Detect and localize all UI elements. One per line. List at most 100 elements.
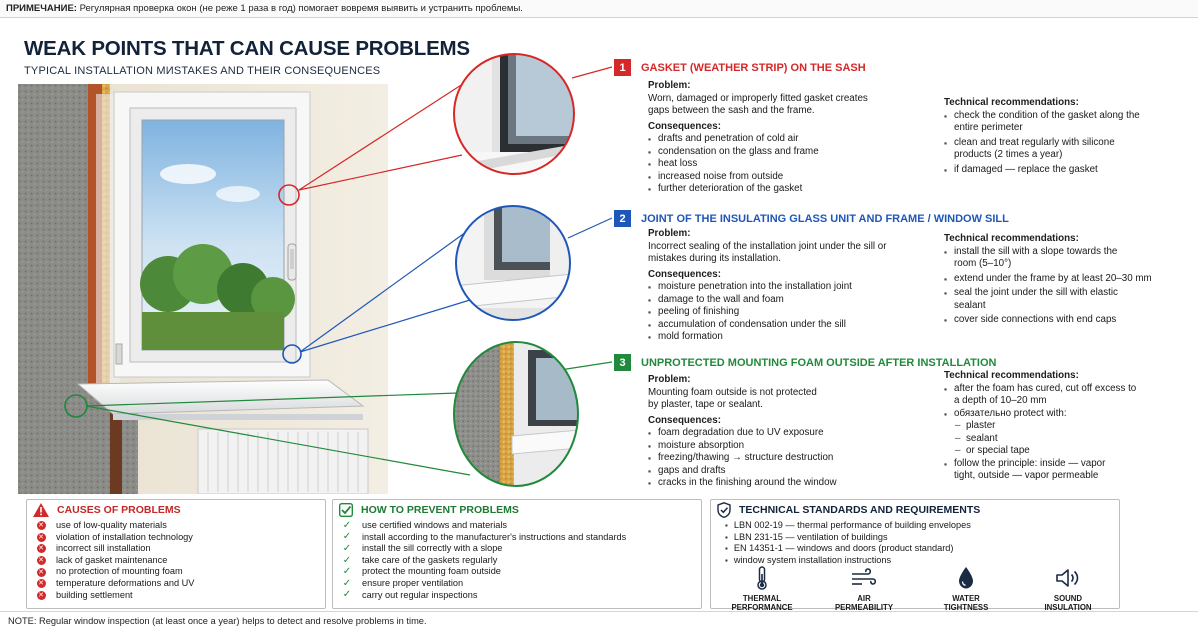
standards-header: TECHNICAL STANDARDS AND REQUIREMENTS <box>711 500 1119 520</box>
list-item: ✓ensure proper ventilation <box>342 577 464 589</box>
detail-circle-gasket <box>453 53 575 175</box>
section-2-problem-label: Problem: <box>648 228 691 239</box>
list-item: damage to the wall and foam <box>648 294 888 307</box>
list-subitem: sealant <box>944 433 1154 446</box>
list-item: cracks in the finishing around the windo… <box>648 477 888 490</box>
section-1-tech-list: check the condition of the gasket along … <box>944 110 1144 177</box>
list-item: ✓use certified windows and materials <box>342 519 508 531</box>
section-3-header: 3 UNPROTECTED MOUNTING FOAM OUTSIDE AFTE… <box>614 354 996 371</box>
checkbox-icon <box>339 503 353 517</box>
section-1-problem-label: Problem: <box>648 80 691 91</box>
list-item: extend under the frame by at least 20–30… <box>944 273 1184 286</box>
section-3-consequences-label: Consequences: <box>648 414 721 426</box>
x-icon: ✕ <box>36 556 46 566</box>
list-item: EN 14351-1 — windows and doors (product … <box>725 543 1119 555</box>
section-2-tech-label: Technical recommendations: <box>944 233 1079 244</box>
check-icon: ✓ <box>342 577 352 589</box>
section-3-consequences-list: foam degradation due to UV exposure mois… <box>648 427 888 490</box>
list-item: foam degradation due to UV exposure <box>648 427 888 440</box>
causes-box: CAUSES OF PROBLEMS ✕use of low-quality m… <box>26 499 326 609</box>
list-item: condensation on the glass and frame <box>648 146 888 159</box>
list-subitem: plaster <box>944 420 1154 433</box>
x-icon: ✕ <box>36 532 46 542</box>
list-item: ✓take care of the gaskets regularly <box>342 554 498 566</box>
list-item: ✕temperature deformations and UV <box>36 578 325 590</box>
section-3-tech-label: Technical recommendations: <box>944 370 1079 381</box>
section-1-tech-col: Technical recommendations: check the con… <box>944 97 1144 176</box>
section-2-tech-col: Technical recommendations: install the s… <box>944 233 1184 327</box>
list-item: ✓carry out regular inspections <box>342 589 478 601</box>
list-item: window system installation instructions <box>725 555 1119 567</box>
section-2-problem-col: Problem: Incorrect sealing of the instal… <box>648 228 888 344</box>
check-icon: ✓ <box>342 554 352 566</box>
list-item: ✕no protection of mounting foam <box>36 566 325 578</box>
list-item: seal the joint under the sill with elast… <box>944 287 1119 312</box>
section-1-consequences-list: drafts and penetration of cold air conde… <box>648 133 888 196</box>
section-1-tech-label: Technical recommendations: <box>944 97 1079 108</box>
list-item: clean and treat regularly with silicone … <box>944 137 1144 162</box>
section-1-number: 1 <box>614 59 631 76</box>
water-drop-icon <box>959 567 973 589</box>
list-item: moisture absorption <box>648 440 888 453</box>
list-item: cover side connections with end caps <box>944 314 1184 327</box>
standards-title: TECHNICAL STANDARDS AND REQUIREMENTS <box>739 504 981 516</box>
section-2-title: JOINT OF THE INSULATING GLASS UNIT AND F… <box>641 212 1009 225</box>
x-icon: ✕ <box>36 579 46 589</box>
top-note-label: ПРИМЕЧАНИЕ: <box>6 3 77 14</box>
shield-icon <box>717 502 731 518</box>
page-subtitle: TYPICAL INSTALLATION MИSTAKES AND THEIR … <box>24 65 381 77</box>
list-item: if damaged — replace the gasket <box>944 164 1144 177</box>
list-item: ✕violation of installation technology <box>36 532 325 544</box>
list-item: after the foam has cured, cut off excess… <box>944 383 1144 408</box>
list-item: moisture penetration into the installati… <box>648 281 888 294</box>
section-2-header: 2 JOINT OF THE INSULATING GLASS UNIT AND… <box>614 210 1009 227</box>
list-item: freezing/thawing → structure destruction <box>648 452 888 465</box>
list-item: gaps and drafts <box>648 465 888 478</box>
list-item: accumulation of condensation under the s… <box>648 319 888 332</box>
list-item: ✕lack of gasket maintenance <box>36 555 325 567</box>
list-item: ✕building settlement <box>36 590 325 602</box>
section-1-problem-col: Problem: Worn, damaged or improperly fit… <box>648 80 888 196</box>
list-item: ✓protect the mounting foam outside <box>342 566 501 578</box>
standards-box: TECHNICAL STANDARDS AND REQUIREMENTS LBN… <box>710 499 1120 612</box>
list-item: ✕use of low-quality materials <box>36 520 325 532</box>
list-item: LBN 231-15 — ventilation of buildings <box>725 532 1119 544</box>
check-icon: ✓ <box>342 531 352 543</box>
section-1-consequences-label: Consequences: <box>648 120 721 132</box>
list-item: drafts and penetration of cold air <box>648 133 888 146</box>
x-icon: ✕ <box>36 521 46 531</box>
list-item: ✓install according to the manufacturer's… <box>342 531 627 543</box>
prevent-header: HOW TO PREVENT PROBLEMS <box>333 500 701 520</box>
page-title: WEAK POINTS THAT CAN CAUSE PROBLEMS <box>24 37 470 60</box>
top-note-text: Регулярная проверка окон (не реже 1 раза… <box>76 3 523 14</box>
list-subitem: or special tape <box>944 445 1154 458</box>
speaker-icon <box>1056 569 1079 587</box>
causes-header: CAUSES OF PROBLEMS <box>27 500 325 520</box>
check-icon: ✓ <box>342 542 352 554</box>
prevent-list: ✓use certified windows and materials ✓in… <box>333 520 701 601</box>
section-3-tech-list: after the foam has cured, cut off excess… <box>944 383 1154 483</box>
thermometer-icon <box>757 566 767 590</box>
section-3-problem-label: Problem: <box>648 374 691 385</box>
warning-icon <box>33 503 49 517</box>
list-item: ✓install the sill correctly with a slope <box>342 542 503 554</box>
section-2-consequences-list: moisture penetration into the installati… <box>648 281 888 344</box>
prevent-title: HOW TO PREVENT PROBLEMS <box>361 504 519 516</box>
prevent-box: HOW TO PREVENT PROBLEMS ✓use certified w… <box>332 499 702 609</box>
x-icon: ✕ <box>36 590 46 600</box>
section-3-number: 3 <box>614 354 631 371</box>
section-3-title: UNPROTECTED MOUNTING FOAM OUTSIDE AFTER … <box>641 356 997 369</box>
list-item: ✕incorrect sill installation <box>36 543 325 555</box>
x-icon: ✕ <box>36 544 46 554</box>
list-item: follow the principle: inside — vapor tig… <box>944 458 1114 483</box>
detail-circle-sill-joint <box>455 205 571 321</box>
section-1-title: GASKET (WEATHER STRIP) ON THE SASH <box>641 61 866 74</box>
